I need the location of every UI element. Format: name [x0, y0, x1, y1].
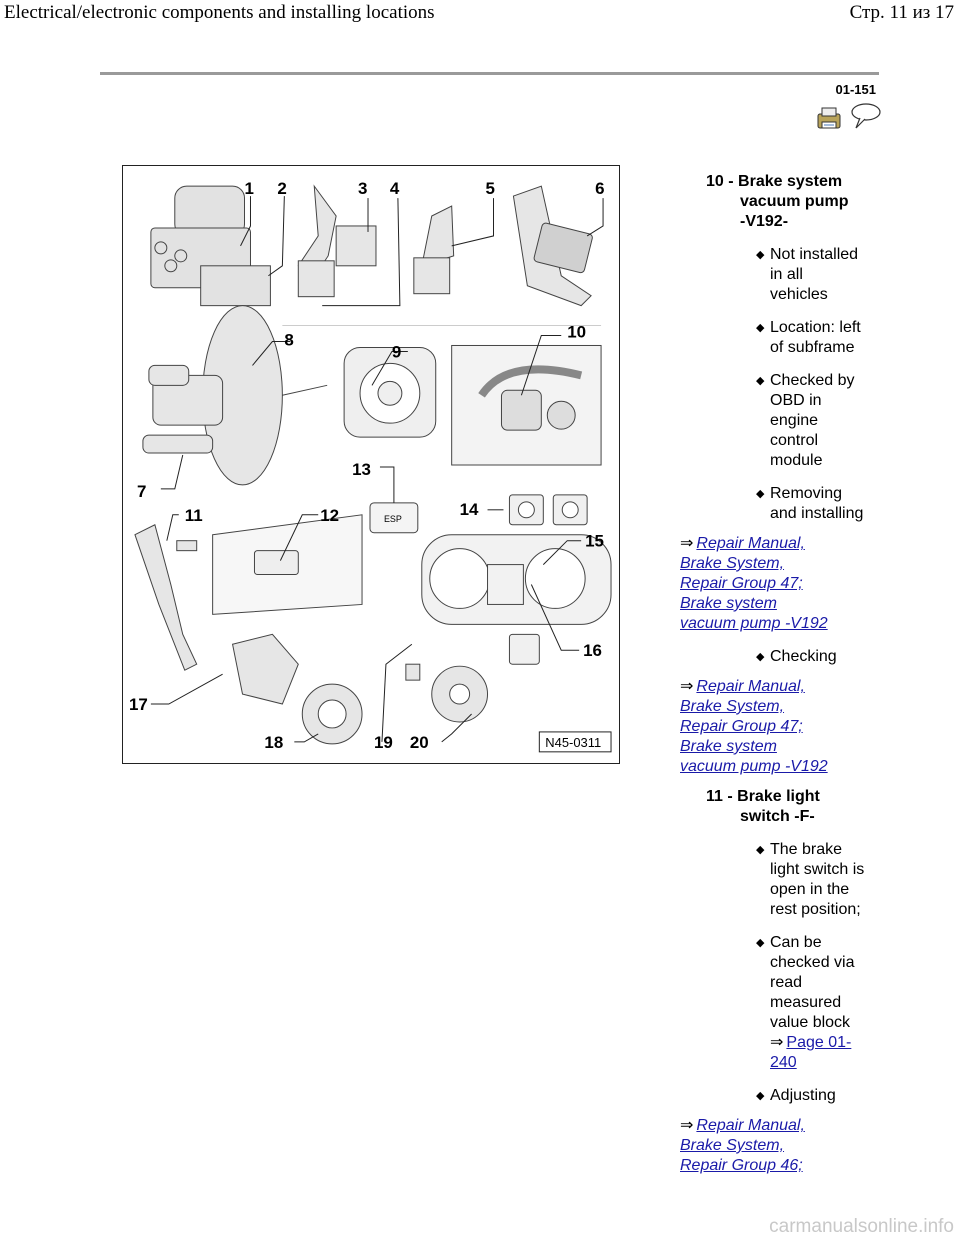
callout-4: 4 [390, 179, 400, 198]
callout-9: 9 [392, 342, 401, 361]
bullet-diamond-icon: ◆ [756, 937, 765, 949]
item-title-line: -V192- [740, 213, 789, 230]
bullet-diamond-icon: ◆ [756, 651, 765, 663]
item-number: 11 - [706, 788, 733, 805]
callout-17: 17 [129, 695, 148, 714]
bullet-diamond-icon: ◆ [756, 1090, 765, 1102]
arrow-icon: ⇒ [680, 678, 694, 695]
item-title-line: vacuum pump [740, 193, 849, 210]
arrow-icon: ⇒ [770, 1034, 784, 1051]
legend-text: 10 - Brake system vacuum pump -V192- ◆ N… [680, 172, 880, 1176]
callout-leaders [150, 196, 604, 743]
bullet-diamond-icon: ◆ [756, 488, 765, 500]
callout-19: 19 [374, 733, 393, 752]
sensor-3-4-drawing [297, 184, 377, 298]
arrow-icon: ⇒ [680, 1117, 694, 1134]
page-header: Electrical/electronic components and ins… [0, 0, 960, 30]
repair-manual-link-text[interactable]: Repair Manual,Brake System,Repair Group … [680, 1117, 805, 1174]
callout-12: 12 [320, 506, 339, 525]
page-link[interactable]: Page 01-240 [770, 1034, 852, 1071]
figure-reference-code: N45-0311 [545, 735, 601, 750]
bullet-diamond-icon: ◆ [756, 249, 765, 261]
instrument-cluster-drawing [421, 534, 612, 625]
repair-manual-link[interactable]: ⇒Repair Manual,Brake System,Repair Group… [680, 677, 880, 777]
legend-item-10: 10 - Brake system vacuum pump -V192- ◆ N… [680, 172, 880, 777]
repair-manual-link[interactable]: ⇒Repair Manual,Brake System,Repair Group… [680, 534, 880, 634]
page-indicator: Стр. 11 из 17 [849, 2, 954, 23]
steering-sensor-drawing [343, 346, 437, 438]
brake-servo-drawing [142, 305, 328, 486]
bullet-diamond-icon: ◆ [756, 322, 765, 334]
esp-label: ESP [384, 514, 402, 524]
item-number: 10 - [706, 173, 734, 190]
vacuum-pump-drawing [451, 344, 602, 466]
component-location-figure: ESP [122, 165, 620, 764]
document-title: Electrical/electronic components and ins… [4, 2, 435, 23]
item-title: 10 - Brake system vacuum pump -V192- [706, 172, 880, 232]
brake-pedal-drawing [134, 524, 198, 671]
item-title-line: switch -F- [740, 808, 815, 825]
sensor-6-drawing [512, 185, 593, 307]
callout-1: 1 [245, 179, 254, 198]
callout-20: 20 [410, 733, 429, 752]
callout-10: 10 [567, 323, 586, 342]
callout-3: 3 [358, 179, 367, 198]
list-item: ◆ Adjusting [756, 1087, 836, 1104]
comment-balloon-icon[interactable] [851, 103, 881, 129]
abs-unit-drawing [150, 185, 271, 307]
bullet-diamond-icon: ◆ [756, 844, 765, 856]
callout-numbers: 1 2 3 4 5 6 7 8 9 10 11 12 13 14 15 16 1… [129, 179, 605, 752]
callout-8: 8 [284, 330, 293, 349]
repair-manual-link-text[interactable]: Repair Manual,Brake System,Repair Group … [680, 535, 828, 632]
callout-6: 6 [595, 179, 604, 198]
printer-icon[interactable] [817, 107, 841, 129]
callout-13: 13 [352, 460, 371, 479]
item-title: 11 - Brake light switch -F- [706, 787, 880, 827]
figure-illustration: ESP [129, 179, 612, 753]
arrow-icon: ⇒ [680, 535, 694, 552]
callout-16: 16 [583, 641, 602, 660]
callout-18: 18 [264, 733, 283, 752]
bullet-diamond-icon: ◆ [756, 375, 765, 387]
toolbar-icons [816, 102, 886, 132]
esp-button-drawing: ESP [369, 502, 419, 534]
callout-15: 15 [585, 532, 604, 551]
callout-5: 5 [486, 179, 495, 198]
callout-2: 2 [277, 179, 286, 198]
item-title-line: Brake light [737, 788, 820, 805]
callout-7: 7 [137, 482, 146, 501]
repair-manual-link[interactable]: ⇒Repair Manual,Brake System,Repair Group… [680, 1116, 880, 1176]
watermark: carmanualsonline.info [769, 1216, 954, 1237]
list-item: ◆ Checking [756, 648, 837, 665]
header-divider [100, 72, 879, 75]
diagnostic-connector-drawing [212, 514, 363, 615]
sensor-5-drawing [413, 205, 455, 295]
page-number: 01-151 [835, 82, 876, 97]
warning-lamps-drawing [508, 494, 588, 665]
item-title-line: Brake system [738, 173, 843, 190]
callout-14: 14 [460, 500, 479, 519]
figure-reference: N45-0311 [538, 731, 612, 753]
callout-11: 11 [185, 506, 203, 525]
repair-manual-link-text[interactable]: Repair Manual,Brake System,Repair Group … [680, 678, 828, 775]
wheel-hub-drawing [231, 633, 489, 745]
